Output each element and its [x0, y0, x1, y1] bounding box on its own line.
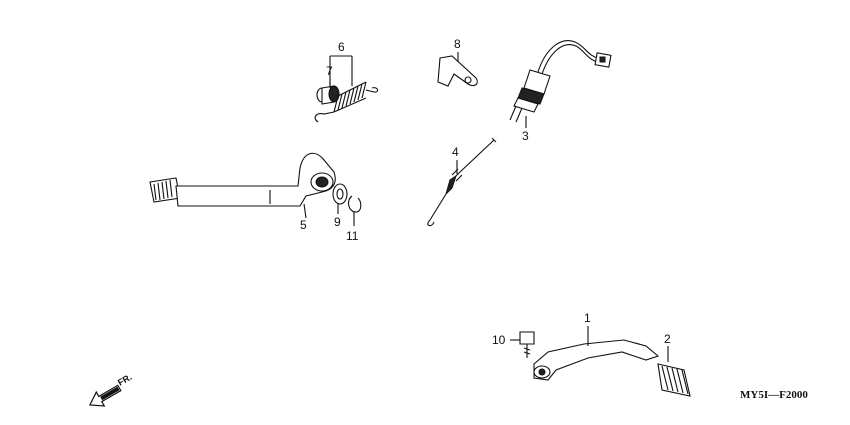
direction-arrow-icon: [88, 384, 122, 407]
peg-part-2: [657, 346, 691, 397]
leader-6: [329, 55, 353, 86]
callout-8: 8: [454, 37, 461, 51]
direction-indicator: FR.: [88, 372, 134, 407]
clip-part-11: [347, 195, 362, 226]
switch-part-3: [509, 40, 612, 128]
callout-9: 9: [334, 215, 341, 229]
bolt-part-10: [510, 331, 535, 358]
callout-7: 7: [326, 64, 333, 78]
callout-1: 1: [584, 311, 591, 325]
direction-label: FR.: [116, 372, 134, 388]
reference-code: MY5I—F2000: [740, 389, 808, 401]
callout-10: 10: [492, 333, 506, 347]
callout-4: 4: [452, 145, 459, 159]
collar-part-7: [316, 85, 340, 105]
callout-6: 6: [338, 40, 345, 54]
bracket-part-8: [437, 52, 478, 87]
rod-part-4: [427, 137, 497, 227]
callout-3: 3: [522, 129, 529, 143]
spring-part-6: [314, 81, 379, 123]
spring-assembly: [314, 55, 379, 123]
gearshift-lever-part-1: [533, 326, 660, 381]
callout-5: 5: [300, 218, 307, 232]
callout-2: 2: [664, 332, 671, 346]
washer-part-9: [332, 183, 348, 214]
callout-11: 11: [346, 229, 359, 243]
brake-pedal-part-5: [149, 152, 336, 219]
